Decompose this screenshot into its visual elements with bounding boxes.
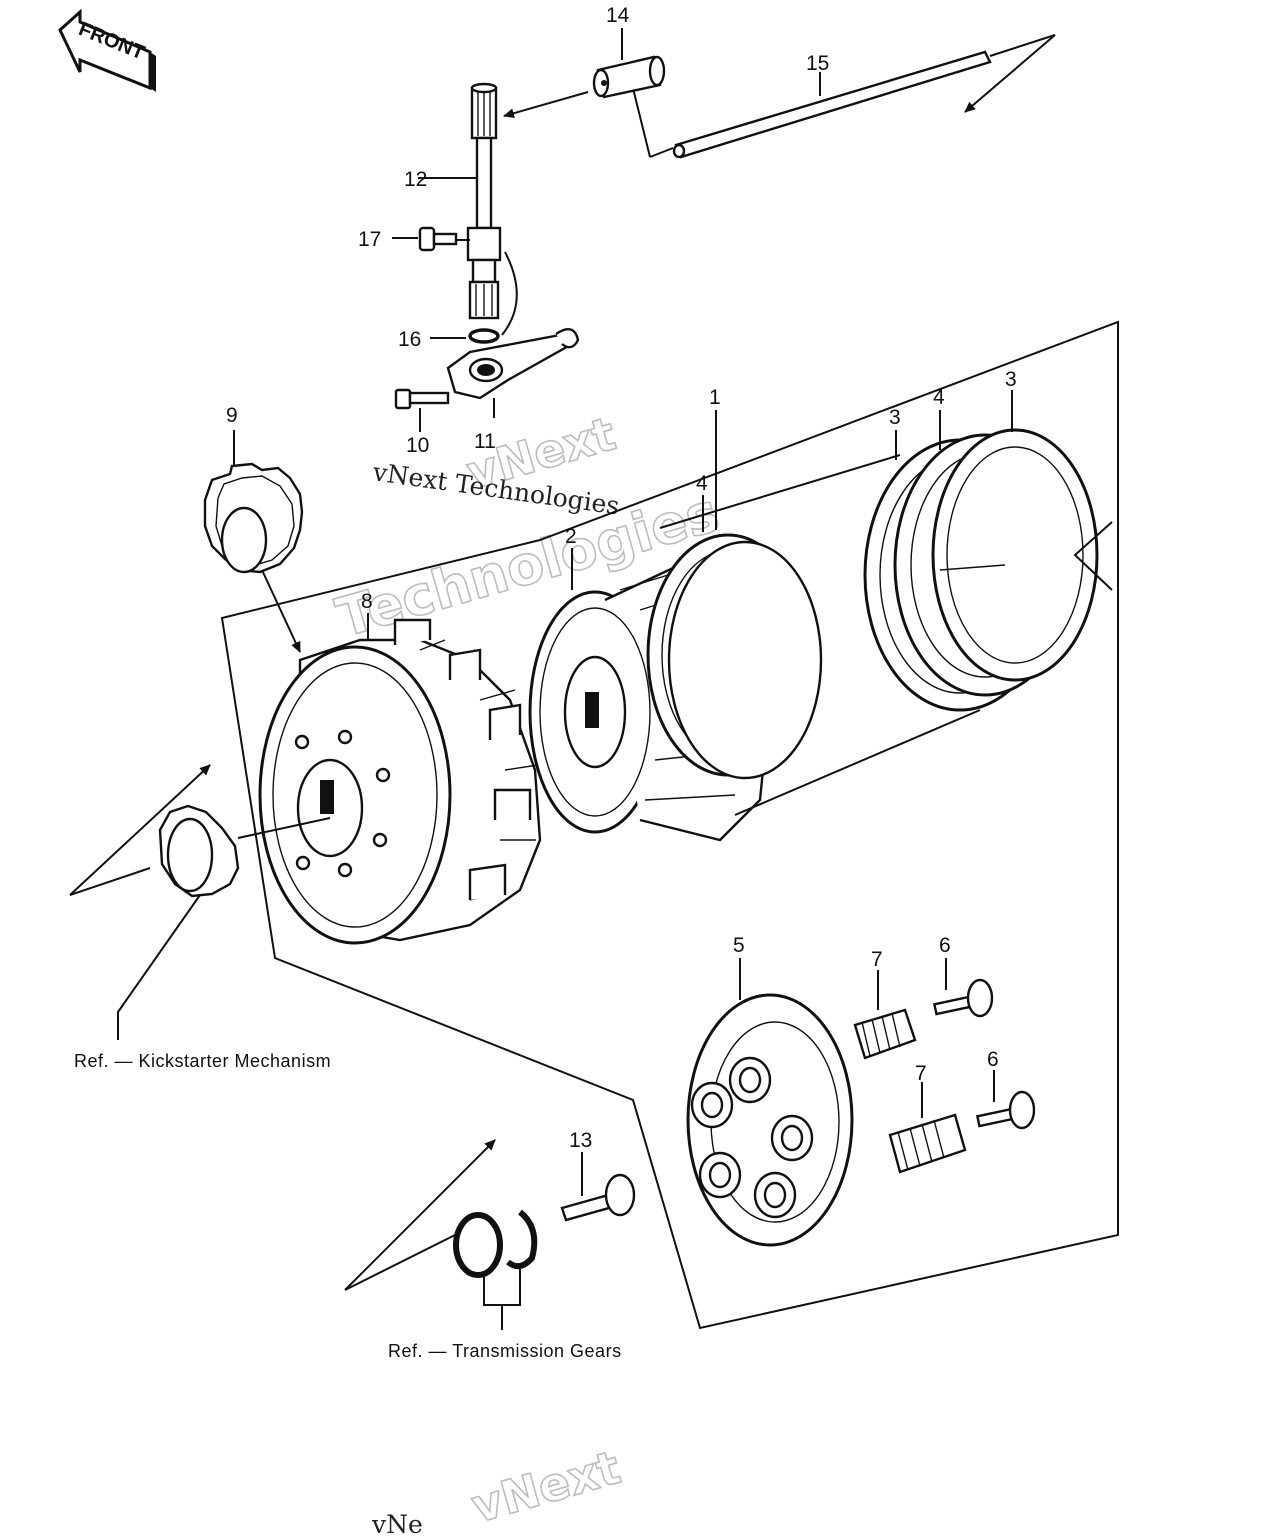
push-rod-end [560,1152,636,1222]
release-shaft [418,82,518,336]
callout-17: 17 [358,228,381,251]
callout-1: 1 [709,386,721,409]
push-piece [503,28,666,119]
release-lever [446,328,580,418]
callout-13: 13 [569,1129,592,1152]
callout-6-upper: 6 [939,934,951,957]
callout-6-lower: 6 [987,1048,999,1071]
spring-bolt-upper [932,958,994,1018]
watermark-vnext-bottom: vNext [466,1440,626,1534]
ref-kickstarter-mechanism: Ref. — Kickstarter Mechanism [74,1051,331,1071]
plate-stack [646,390,1113,816]
callout-5: 5 [733,934,745,957]
kickstarter-gear [69,764,331,1040]
callout-2: 2 [565,525,577,548]
clutch-spring-upper [853,970,917,1060]
ref-transmission-gears: Ref. — Transmission Gears [388,1341,622,1361]
callout-7-lower: 7 [915,1062,927,1085]
watermark-partial-bottom: vNe [371,1510,423,1536]
front-direction-badge: FRONT [58,8,156,92]
primary-gear [203,430,304,653]
callout-14: 14 [606,4,630,27]
callout-15: 15 [806,52,829,75]
lever-bolt [394,388,450,432]
push-rod [627,34,1056,159]
callout-9: 9 [226,404,238,427]
clutch-housing [258,613,542,945]
callout-11: 11 [474,430,496,453]
callout-12: 12 [404,168,427,191]
transmission-washers [344,1139,538,1330]
callout-4-left: 4 [696,472,708,495]
callout-10: 10 [406,434,429,457]
callout-8: 8 [361,590,373,613]
callout-3-left: 3 [889,406,901,429]
o-ring [468,328,500,344]
set-screw [392,226,470,252]
spring-bolt-lower [975,1070,1036,1130]
callout-3-right: 3 [1005,368,1017,391]
assembly-boundary [220,320,1119,1330]
callout-7-upper: 7 [871,948,883,971]
callout-4-right: 4 [933,386,945,409]
callout-16: 16 [398,328,421,351]
clutch-spring-lower [888,1082,967,1174]
pressure-plate [686,958,854,1247]
callouts: 14 15 12 17 16 10 11 9 1 3 4 3 4 2 8 5 7… [226,4,1017,1152]
